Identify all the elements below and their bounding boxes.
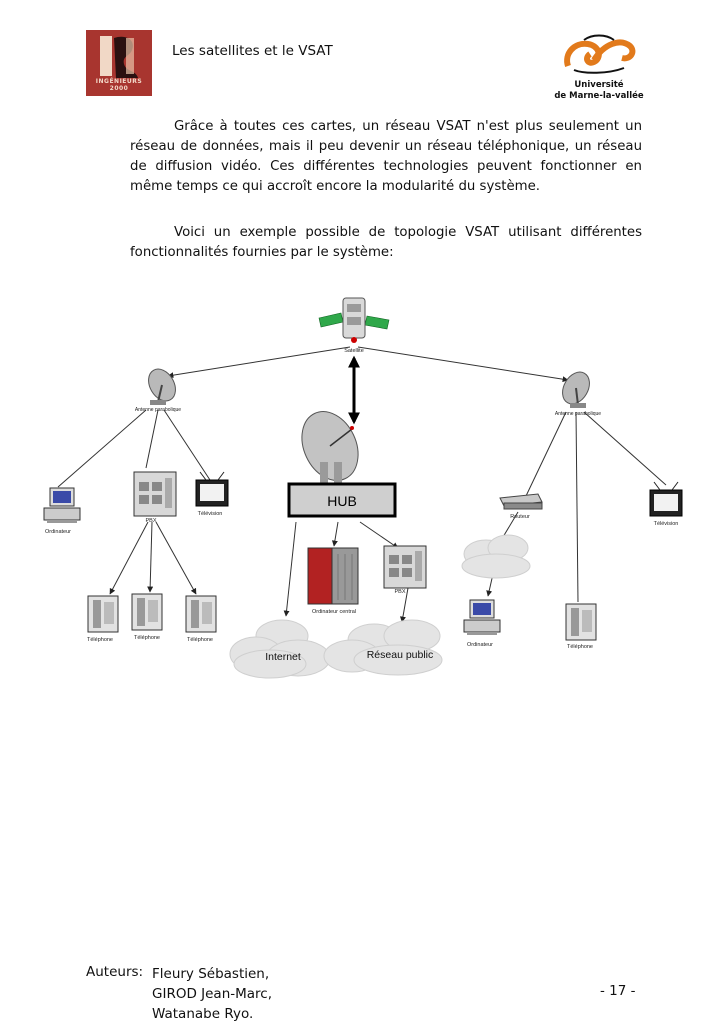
author-1: Fleury Sébastien, [152, 966, 270, 982]
ingenieurs-logo-graphic [100, 36, 138, 78]
tv-left-icon [195, 471, 229, 507]
phone-1-icon [87, 595, 119, 633]
phone-2-label: Téléphone [134, 635, 160, 641]
tv-right-label: Télévision [654, 521, 679, 527]
pbx-center-label: PBX [394, 589, 405, 595]
hub-label: HUB [327, 493, 357, 509]
central-computer-label: Ordinateur central [312, 609, 356, 615]
computer-right-label: Ordinateur [467, 642, 493, 648]
body-paragraph-2: Voici un exemple possible de topologie V… [130, 225, 642, 260]
public-network-cloud [323, 619, 443, 676]
header-title: Les satellites et le VSAT [172, 43, 333, 59]
phone-2-icon [131, 593, 163, 631]
router-cloud [461, 534, 531, 579]
ingenieurs-logo-text: INGÉNIEURS 2000 [95, 78, 143, 92]
antenna-right-label: Antenne parabolique [555, 411, 601, 417]
router-icon [499, 493, 543, 510]
phone-1-label: Téléphone [87, 637, 113, 643]
internet-cloud [229, 619, 331, 679]
tv-left-label: Télévision [198, 511, 223, 517]
antenna-right-icon [562, 371, 590, 408]
universite-marne-la-vallee-logo: Université de Marne-la-vallée [554, 30, 644, 102]
body-paragraph-1: Grâce à toutes ces cartes, un réseau VSA… [130, 119, 642, 194]
antenna-left-label: Antenne parabolique [135, 407, 181, 413]
university-logo-line1: Université [574, 80, 624, 90]
computer-left-label: Ordinateur [45, 529, 71, 535]
pbx-left-icon [133, 471, 177, 517]
antenna-left-icon [148, 368, 176, 405]
public-network-label: Réseau public [367, 649, 434, 661]
router-label: Routeur [510, 514, 530, 520]
footer-authors: Fleury Sébastien, GIROD Jean-Marc, Watan… [152, 964, 272, 1024]
tv-right-icon [649, 481, 683, 517]
university-logo-graphic [564, 34, 636, 74]
author-3: Watanabe Ryo. [152, 1006, 254, 1022]
hub-dish-icon [301, 411, 359, 484]
pbx-left-label: PBX [145, 518, 156, 524]
footer-authors-label: Auteurs: [86, 964, 144, 980]
ingenieurs-2000-logo: INGÉNIEURS 2000 [86, 30, 152, 96]
hub-box [287, 482, 397, 518]
internet-label: Internet [265, 651, 301, 663]
phone-right-label: Téléphone [567, 644, 593, 650]
central-computer-icon [307, 547, 359, 605]
phone-3-label: Téléphone [187, 637, 213, 643]
phone-3-icon [185, 595, 217, 633]
computer-right-icon [463, 599, 501, 635]
author-2: GIROD Jean-Marc, [152, 986, 273, 1002]
satellite-icon [318, 297, 390, 343]
page-number: - 17 - [600, 983, 636, 999]
pbx-center-icon [383, 545, 427, 589]
university-logo-line2: de Marne-la-vallée [554, 91, 644, 101]
computer-left-icon [43, 487, 81, 523]
phone-right-icon [565, 603, 597, 641]
satellite-label: Satellite [344, 348, 364, 354]
diagram-links [57, 346, 667, 623]
vsat-topology-diagram: Satellite Antenne parabolique Antenne pa… [43, 297, 683, 679]
